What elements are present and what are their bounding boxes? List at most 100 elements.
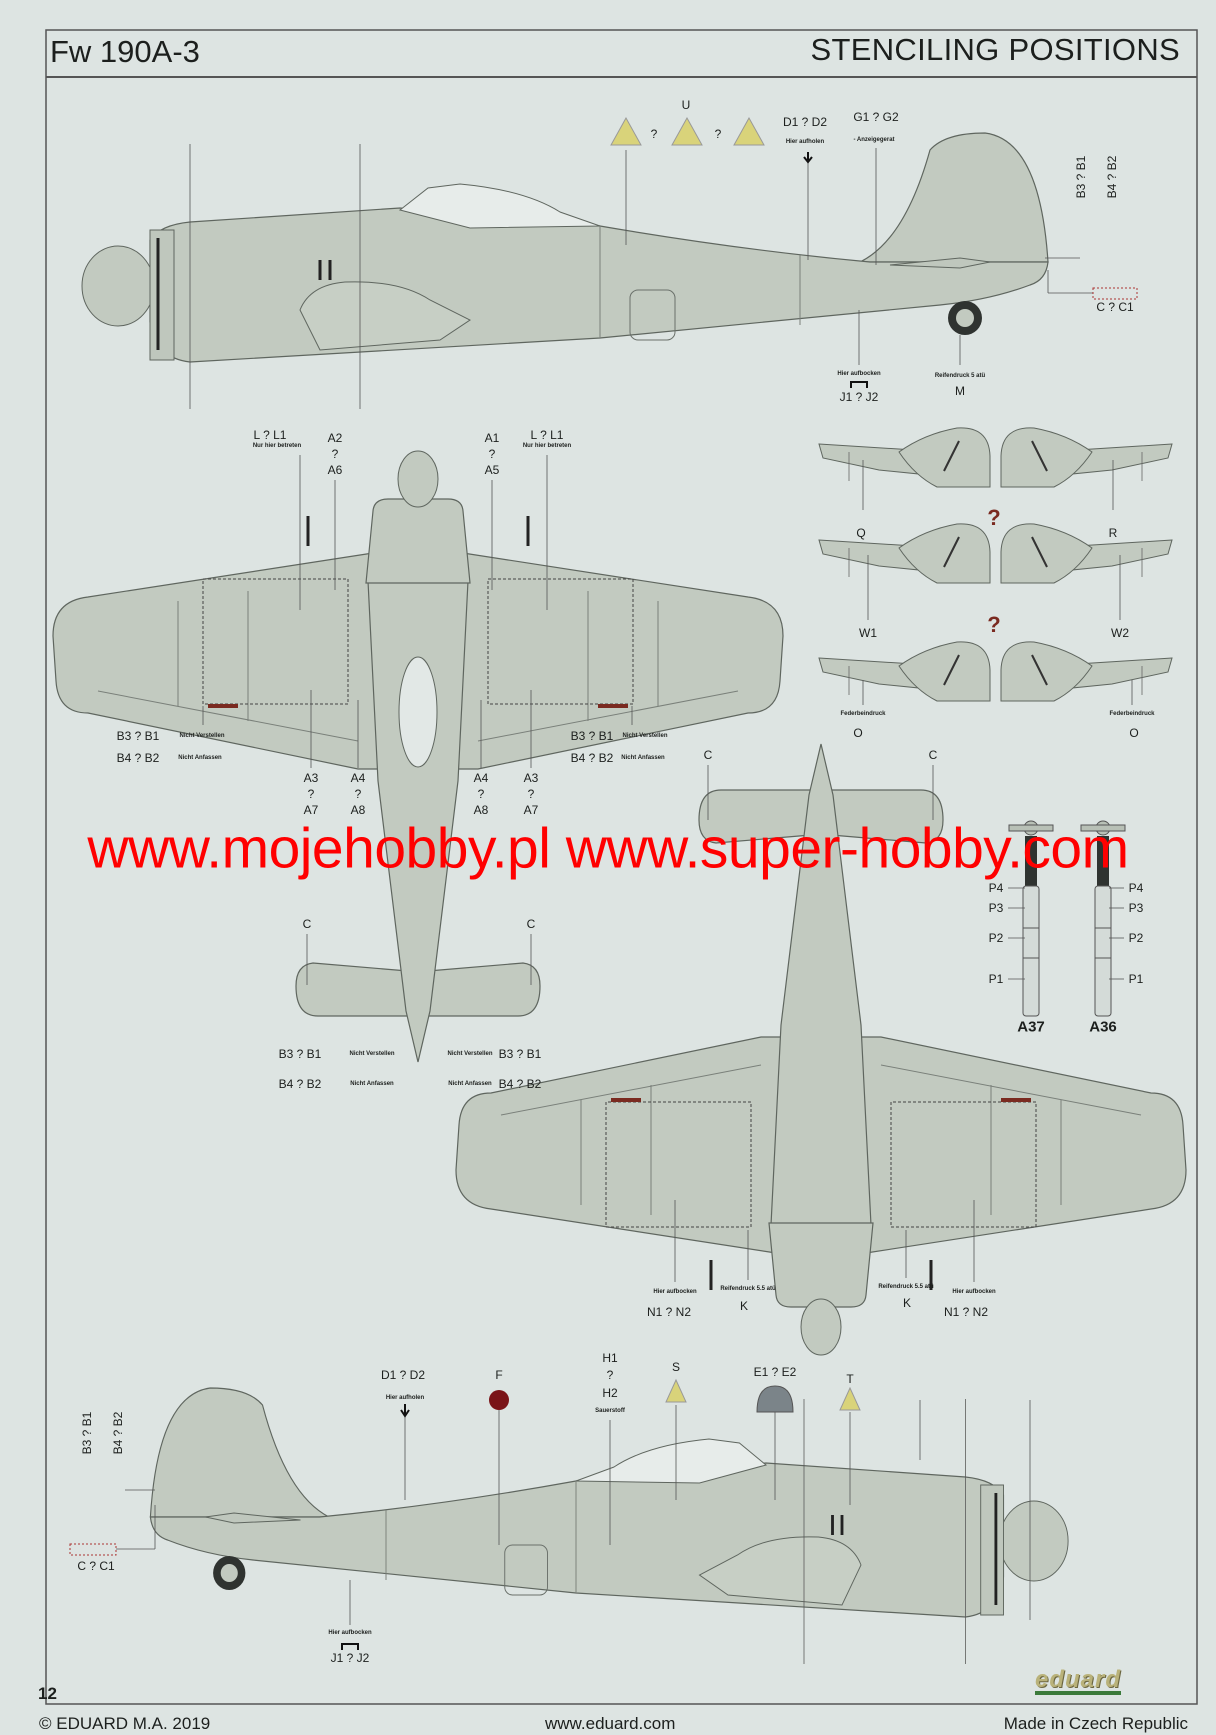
label-hier-aufbocken: Hier aufbocken (653, 1289, 697, 1295)
label-reifendruck: Reifendruck 5 atü (934, 373, 986, 379)
label-t: T (846, 1372, 854, 1386)
label-nicht-anfassen: Nicht Anfassen (621, 755, 665, 761)
label-c: C (703, 748, 713, 762)
label-federbeindruck: Federbeindruck (1109, 711, 1155, 717)
label-d1d2: D1 ? D2 (782, 115, 828, 129)
c-c1-box-bottom (69, 1543, 117, 1556)
label-cc1: C ? C1 (1096, 300, 1134, 314)
leader-lines (116, 148, 1133, 1625)
label-n1n2: N1 ? N2 (943, 1305, 989, 1319)
arrow-down-icon (400, 1404, 410, 1418)
arrow-down-icon (803, 152, 813, 164)
dome-e1e2 (756, 1385, 794, 1413)
label-hier-aufbocken: Hier aufbocken (952, 1289, 996, 1295)
label-a3: A3 (523, 771, 539, 785)
label-a7: A7 (523, 803, 539, 817)
label-or: ? (331, 447, 339, 461)
panel-r (1000, 426, 1173, 488)
red-marker-f (489, 1390, 509, 1410)
label-b4b2: B4 ? B2 (1105, 155, 1119, 199)
question-mark-icon: ? (987, 505, 1001, 530)
label-h1: H1 (602, 1351, 618, 1365)
copyright: © EDUARD M.A. 2019 (39, 1714, 211, 1733)
label-a8: A8 (473, 803, 489, 817)
label-p2: P2 (988, 931, 1004, 945)
label-a4: A4 (473, 771, 489, 785)
label-b4b2: B4 ? B2 (111, 1411, 125, 1455)
canopy-top (398, 656, 438, 768)
label-q: Q (856, 526, 866, 540)
label-a5: A5 (484, 463, 500, 477)
label-j1j2: J1 ? J2 (839, 390, 879, 404)
label-nur-hier-betreten: Nur hier betreten (252, 443, 302, 449)
page-frame (45, 29, 1198, 1705)
section-title: STENCILING POSITIONS (810, 32, 1180, 67)
label-b4b2: B4 ? B2 (570, 751, 614, 765)
label-ll1: L ? L1 (253, 428, 287, 442)
label-nur-hier-betreten: Nur hier betreten (522, 443, 572, 449)
panel-w2 (1000, 522, 1173, 584)
label-m: M (955, 384, 965, 398)
label-nicht-anfassen: Nicht Anfassen (350, 1081, 394, 1087)
label-nicht-verstellen: Nicht Verstellen (447, 1051, 493, 1057)
label-hier-aufholen: Hier aufholen (385, 1395, 425, 1401)
label-j1j2: J1 ? J2 (330, 1651, 370, 1665)
website-link[interactable]: www.eduard.com (545, 1714, 676, 1733)
label-b3b1: B3 ? B1 (498, 1047, 542, 1061)
c-c1-box-top (1092, 287, 1138, 300)
label-g1g2: G1 ? G2 (853, 110, 899, 124)
label-federbeindruck: Federbeindruck (840, 711, 886, 717)
label-or: ? (714, 127, 722, 141)
warning-triangle-icons (610, 116, 861, 1411)
panel-o-left (818, 640, 991, 702)
label-b3b1: B3 ? B1 (80, 1411, 94, 1455)
side-view-right (148, 1386, 1070, 1666)
label-a3: A3 (303, 771, 319, 785)
panel-q (818, 426, 991, 488)
label-anzeigegerat: - Anzeigegerat (853, 137, 895, 143)
label-a8: A8 (350, 803, 366, 817)
label-b3b1: B3 ? B1 (116, 729, 160, 743)
label-h2: H2 (602, 1386, 618, 1400)
label-or: ? (354, 787, 362, 801)
label-cc1: C ? C1 (77, 1559, 115, 1573)
label-a7: A7 (303, 803, 319, 817)
label-c: C (526, 917, 536, 931)
label-s: S (671, 1360, 681, 1374)
label-p4: P4 (1128, 881, 1144, 895)
panel-o-right (1000, 640, 1173, 702)
label-a1: A1 (484, 431, 500, 445)
label-p3: P3 (988, 901, 1004, 915)
label-p1: P1 (988, 972, 1004, 986)
jack-bracket-icon (341, 1643, 359, 1650)
label-o: O (853, 726, 863, 740)
label-k: K (739, 1299, 749, 1313)
label-nicht-anfassen: Nicht Anfassen (178, 755, 222, 761)
label-c: C (928, 748, 938, 762)
label-p3: P3 (1128, 901, 1144, 915)
label-k: K (902, 1296, 912, 1310)
panel-w1 (818, 522, 991, 584)
label-nicht-anfassen: Nicht Anfassen (448, 1081, 492, 1087)
label-b4b2: B4 ? B2 (278, 1077, 322, 1091)
label-c: C (302, 917, 312, 931)
label-or: ? (488, 447, 496, 461)
label-or: ? (527, 787, 535, 801)
label-b3b1: B3 ? B1 (570, 729, 614, 743)
label-e1e2: E1 ? E2 (753, 1365, 797, 1379)
origin-note: Made in Czech Republic (1003, 1714, 1188, 1733)
label-u: U (681, 98, 691, 112)
label-b3b1: B3 ? B1 (278, 1047, 322, 1061)
page-number: 12 (38, 1684, 57, 1703)
label-r: R (1108, 526, 1118, 540)
label-a2: A2 (327, 431, 343, 445)
label-nicht-verstellen: Nicht Verstellen (349, 1051, 395, 1057)
side-view-left (80, 131, 1050, 411)
label-nicht-verstellen: Nicht Verstellen (179, 733, 225, 739)
label-w1: W1 (859, 626, 877, 640)
label-o: O (1129, 726, 1139, 740)
label-hier-aufbocken: Hier aufbocken (328, 1630, 372, 1636)
eduard-logo: eduard (1035, 1666, 1122, 1695)
label-or: ? (650, 127, 658, 141)
label-p1: P1 (1128, 972, 1144, 986)
